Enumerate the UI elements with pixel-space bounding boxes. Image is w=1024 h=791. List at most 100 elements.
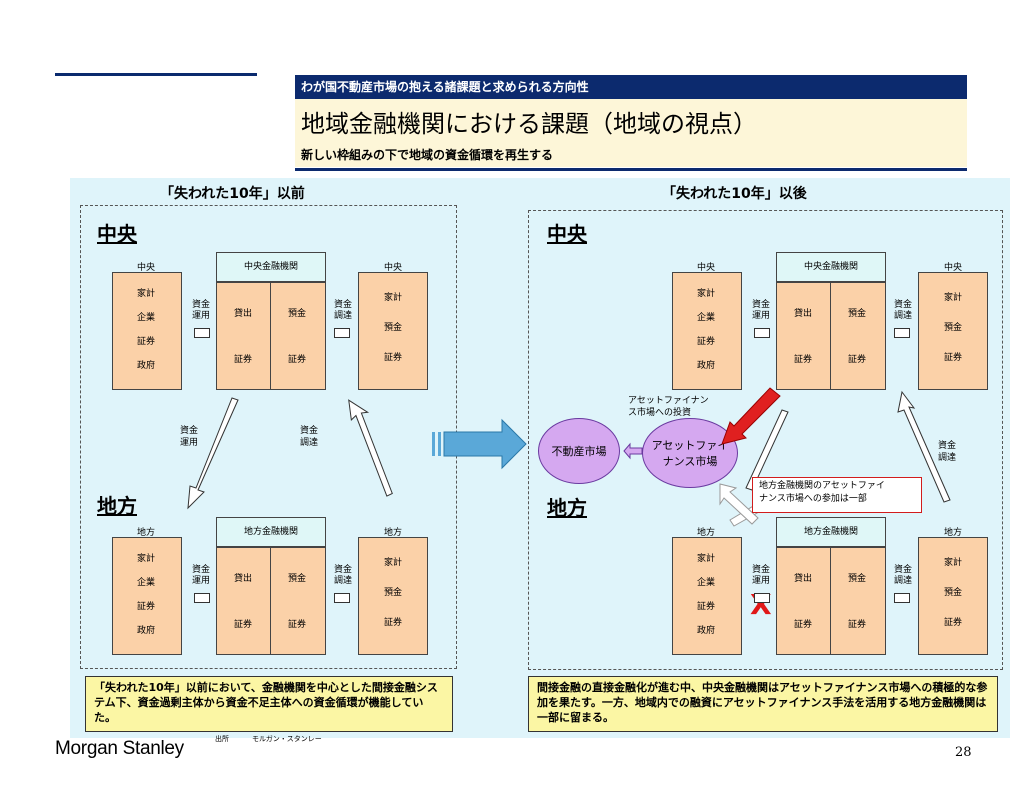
lender-item: 証券 xyxy=(697,337,716,347)
lender-item: 証券 xyxy=(137,602,156,612)
lender-label: 地方 xyxy=(137,528,156,538)
bank-liability-item: 証券 xyxy=(288,620,307,630)
flow-out-arrow-icon xyxy=(754,593,770,603)
bank-liability-item: 預金 xyxy=(288,309,307,319)
lender-box xyxy=(672,537,742,655)
saver-item: 証券 xyxy=(384,353,403,363)
flow-out-label: 資金 運用 xyxy=(752,300,771,321)
saver-item: 預金 xyxy=(384,588,403,598)
page-number: 28 xyxy=(955,745,972,760)
bank-asset-item: 証券 xyxy=(794,355,813,365)
saver-item: 預金 xyxy=(944,588,963,598)
lender-item: 政府 xyxy=(137,361,156,371)
bank-asset-item: 証券 xyxy=(234,355,253,365)
saver-label: 地方 xyxy=(384,528,403,538)
lender-item: 家計 xyxy=(697,289,716,299)
saver-label: 中央 xyxy=(384,263,403,273)
header-box xyxy=(295,99,967,167)
left-note: 「失われた10年」以前において、金融機関を中心とした間接金融システム下、資金過剰… xyxy=(85,676,453,732)
saver-box xyxy=(918,272,988,390)
red-callout: 地方金融機関のアセットファイ ナンス市場への参加は一部 xyxy=(752,477,922,513)
lender-item: 証券 xyxy=(697,602,716,612)
morgan-stanley-logo: Morgan Stanley xyxy=(55,738,184,759)
bank-assets-box xyxy=(776,282,832,390)
lender-item: 企業 xyxy=(137,313,156,323)
saver-item: 預金 xyxy=(384,323,403,333)
bank-name: 中央金融機関 xyxy=(776,252,886,282)
lender-item: 企業 xyxy=(137,578,156,588)
lender-item: 企業 xyxy=(697,578,716,588)
bank-asset-item: 証券 xyxy=(794,620,813,630)
right-flow-arrows xyxy=(623,387,951,527)
right-regional-label: 地方 xyxy=(547,496,587,520)
bank-liabilities-box xyxy=(270,547,326,655)
lender-item: 家計 xyxy=(697,554,716,564)
saver-label: 中央 xyxy=(944,263,963,273)
bank-name: 地方金融機関 xyxy=(216,517,326,547)
lender-box xyxy=(672,272,742,390)
bank-liability-item: 預金 xyxy=(288,574,307,584)
bank-asset-item: 証券 xyxy=(234,620,253,630)
real-estate-market-label: 不動産市場 xyxy=(551,445,607,458)
bank-liabilities-box xyxy=(830,282,886,390)
regional-partial-arrow xyxy=(719,483,759,525)
saver-item: 証券 xyxy=(944,353,963,363)
right-frame xyxy=(528,210,1003,670)
bank-liabilities-box xyxy=(270,282,326,390)
bank-liability-item: 証券 xyxy=(848,355,867,365)
flow-in-label: 資金 調達 xyxy=(334,565,353,586)
saver-box xyxy=(918,537,988,655)
real-estate-market: 不動産市場 xyxy=(538,418,620,484)
flow-in-label: 資金 調達 xyxy=(894,565,913,586)
flow-in-arrow-icon xyxy=(894,593,910,603)
left-down-label: 資金 運用 xyxy=(180,426,199,448)
saver-item: 家計 xyxy=(384,293,403,303)
right-note: 間接金融の直接金融化が進む中、中央金融機関はアセットファイナンス市場への積極的な… xyxy=(528,676,998,732)
market-link-arrow xyxy=(623,442,643,460)
af-market-label: アセットファイ ナンス市場 xyxy=(651,439,729,468)
bank-asset-item: 貸出 xyxy=(234,574,253,584)
saver-item: 証券 xyxy=(944,618,963,628)
lender-label: 地方 xyxy=(697,528,716,538)
right-up-label: 資金 調達 xyxy=(938,441,957,463)
transition-arrow-icon xyxy=(432,418,527,470)
bank-assets-box xyxy=(216,547,272,655)
flow-in-label: 資金 調達 xyxy=(894,300,913,321)
bank-liability-item: 預金 xyxy=(848,309,867,319)
flow-out-label: 資金 運用 xyxy=(192,300,211,321)
bank-liabilities-box xyxy=(830,547,886,655)
bank-liability-item: 証券 xyxy=(288,355,307,365)
bank-asset-item: 貸出 xyxy=(794,574,813,584)
lender-box xyxy=(112,272,182,390)
saver-item: 証券 xyxy=(384,618,403,628)
header-accent-line xyxy=(55,73,257,76)
flow-in-arrow-icon xyxy=(334,593,350,603)
flow-out-arrow-icon xyxy=(754,328,770,338)
flow-in-arrow-icon xyxy=(894,328,910,338)
source-text: モルガン・スタンレー xyxy=(252,735,322,743)
left-up-arrow xyxy=(348,399,393,497)
lender-item: 家計 xyxy=(137,554,156,564)
left-central-label: 中央 xyxy=(97,222,137,246)
flow-out-label: 資金 運用 xyxy=(192,565,211,586)
lender-label: 中央 xyxy=(697,263,716,273)
saver-box xyxy=(358,272,428,390)
lender-item: 政府 xyxy=(697,626,716,636)
left-down-arrow xyxy=(187,397,239,510)
bank-liability-item: 預金 xyxy=(848,574,867,584)
lender-box xyxy=(112,537,182,655)
bank-asset-item: 貸出 xyxy=(794,309,813,319)
bank-assets-box xyxy=(776,547,832,655)
lender-item: 企業 xyxy=(697,313,716,323)
left-up-label: 資金 調達 xyxy=(300,426,319,448)
left-title: 「失われた10年」以前 xyxy=(160,186,305,202)
lender-item: 証券 xyxy=(137,337,156,347)
left-regional-label: 地方 xyxy=(97,494,137,518)
flow-out-arrow-icon xyxy=(194,328,210,338)
bank-assets-box xyxy=(216,282,272,390)
page-title: 地域金融機関における課題（地域の視点） xyxy=(301,110,757,138)
right-up-arrow xyxy=(897,390,951,503)
central-investment-arrow xyxy=(721,387,781,445)
right-title: 「失われた10年」以後 xyxy=(662,186,807,202)
bank-asset-item: 貸出 xyxy=(234,309,253,319)
